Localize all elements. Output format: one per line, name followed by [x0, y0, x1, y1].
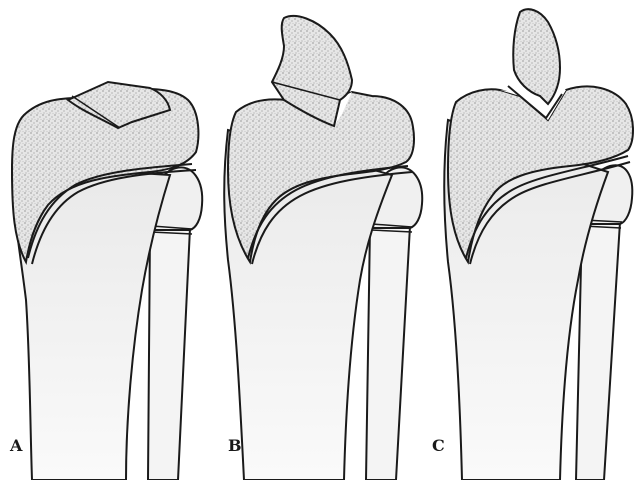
avulsed-fragment-c: [513, 9, 560, 104]
panel-b: [224, 16, 422, 480]
panel-label-a: A: [10, 436, 22, 455]
panel-label-b: B: [228, 436, 242, 455]
panel-c: [444, 9, 633, 480]
panel-label-c: C: [432, 436, 445, 455]
panel-a: [12, 82, 202, 480]
